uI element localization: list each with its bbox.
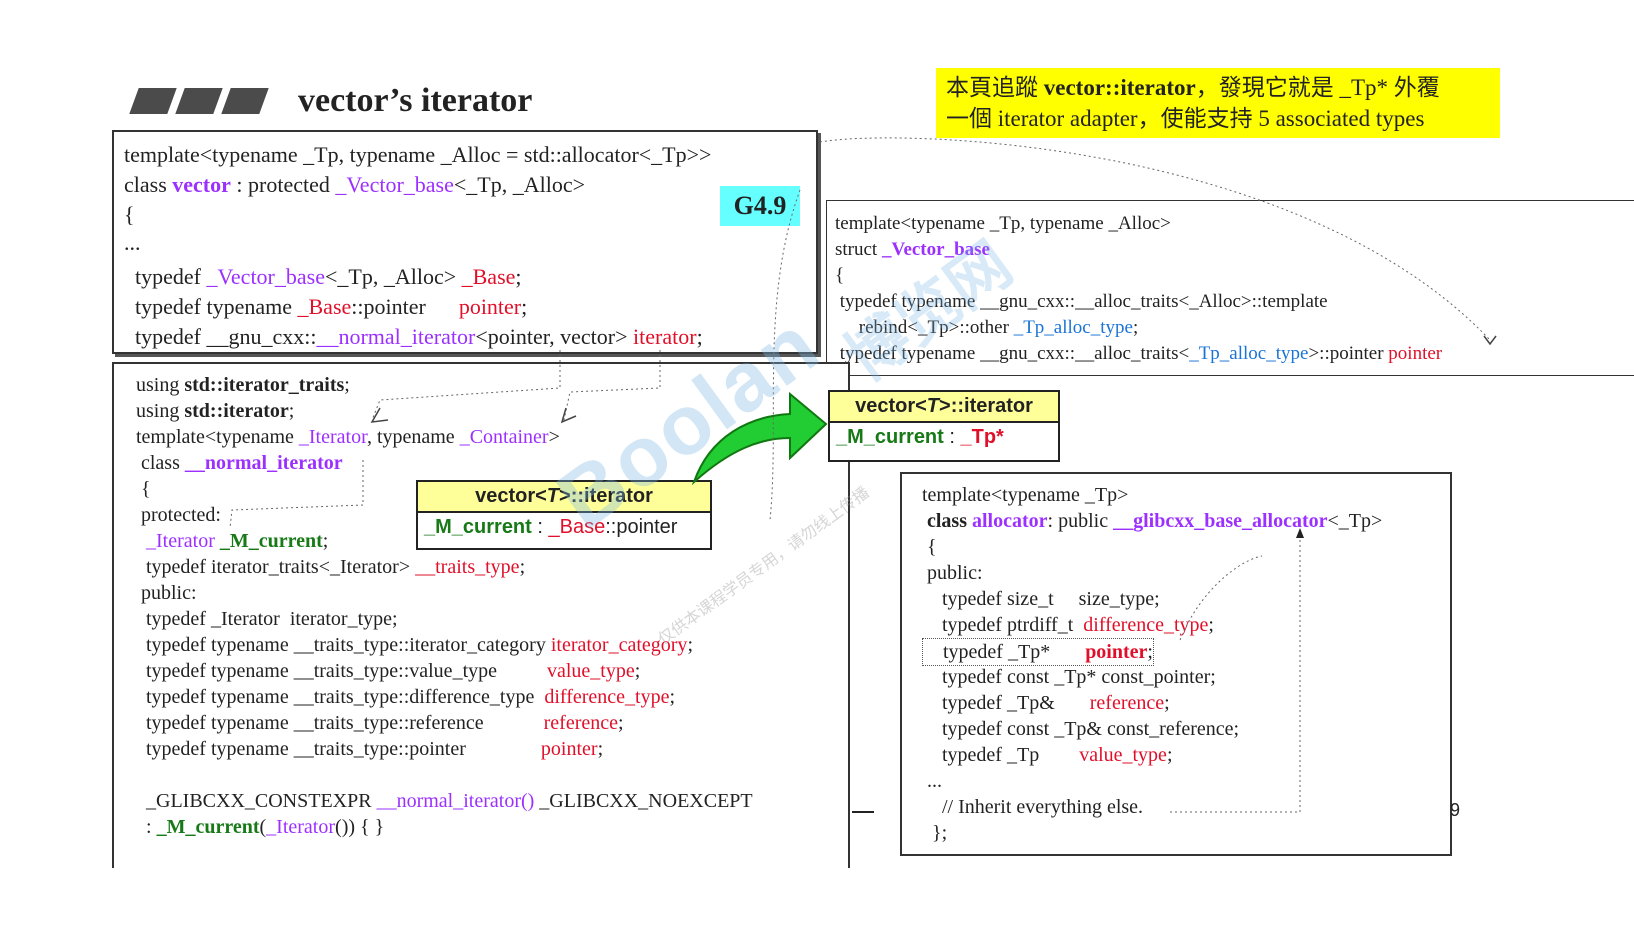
code-line: typedef typename __traits_type::value_ty… (136, 660, 641, 682)
callout-header: vector<T>::iterator (830, 392, 1058, 423)
iterator-callout-tp-pointer: vector<T>::iterator _M_current : _Tp* (828, 390, 1060, 462)
code-line: typedef iterator_traits<_Iterator> __tra… (136, 556, 526, 578)
note-line1-post: ，發現它就是 _Tp* 外覆 (1195, 75, 1440, 100)
code-line: template<typename _Tp, typename _Alloc =… (124, 142, 712, 167)
page-number: 9 (1450, 800, 1461, 820)
code-line: _Iterator _M_current; (146, 530, 329, 552)
page-title: vector’s iterator (298, 82, 533, 119)
note-line1-pre: 本頁追蹤 (946, 75, 1044, 100)
note-line1-bold: vector::iterator (1043, 75, 1196, 100)
version-badge: G4.9 (720, 186, 800, 226)
vector-code-box: template<typename _Tp, typename _Alloc =… (112, 130, 818, 354)
green-arrow-icon (691, 391, 828, 486)
code-line: { (835, 265, 845, 286)
iterator-callout-base-pointer: vector<T>::iterator _M_current : _Base::… (416, 480, 712, 550)
code-line: { (124, 202, 135, 227)
code-line: typedef _Iterator iterator_type; (136, 608, 398, 630)
code-line: _GLIBCXX_CONSTEXPR __normal_iterator() _… (136, 790, 753, 812)
code-line: typedef typename __traits_type::iterator… (136, 634, 693, 656)
code-line: ... (124, 230, 141, 255)
note-line2: 一個 iterator adapter，使能支持 5 associated ty… (946, 106, 1425, 131)
code-line: using std::iterator_traits; (136, 374, 350, 396)
code-line: ... (922, 770, 942, 792)
code-line: typedef const _Tp& const_reference; (922, 718, 1240, 740)
code-line: typedef typename __traits_type::differen… (136, 686, 676, 708)
code-line: typedef typename _Base::pointer pointer; (124, 294, 528, 319)
code-line: typedef __gnu_cxx::__normal_iterator<poi… (124, 324, 703, 349)
code-line: typedef _Tp& reference; (922, 692, 1170, 714)
code-line: typedef typename __traits_type::referenc… (136, 712, 624, 734)
code-line: typedef const _Tp* const_pointer; (922, 666, 1216, 688)
code-line: template<typename _Iterator, typename _C… (136, 426, 560, 448)
code-line: : _M_current(_Iterator()) { } (136, 816, 385, 838)
code-line: template<typename _Tp> (922, 484, 1129, 506)
vector-base-code-box: template<typename _Tp, typename _Alloc> … (826, 200, 1634, 376)
code-line: class allocator: public __glibcxx_base_a… (922, 510, 1383, 532)
code-line: protected: (136, 504, 221, 526)
note-box: 本頁追蹤 vector::iterator，發現它就是 _Tp* 外覆 一個 i… (936, 68, 1500, 138)
code-line: typedef typename __gnu_cxx::__alloc_trai… (835, 291, 1328, 312)
code-line: struct _Vector_base (835, 239, 990, 260)
code-line: typedef ptrdiff_t difference_type; (922, 614, 1214, 636)
callout-body: _M_current : _Tp* (836, 426, 1004, 448)
code-line: template<typename _Tp, typename _Alloc> (835, 213, 1171, 234)
code-line: typedef typename __gnu_cxx::__alloc_trai… (835, 343, 1443, 364)
code-line: rebind<_Tp>::other _Tp_alloc_type; (835, 317, 1139, 338)
code-line: typedef _Vector_base<_Tp, _Alloc> _Base; (124, 264, 522, 289)
code-line: }; (922, 822, 948, 844)
code-line: typedef _Tp value_type; (922, 744, 1173, 766)
code-line: public: (136, 582, 197, 604)
code-line: typedef _Tp* pointer; (922, 638, 1154, 666)
code-line: class vector : protected _Vector_base<_T… (124, 172, 586, 197)
code-line: { (922, 536, 937, 558)
code-line: // Inherit everything else. (922, 796, 1144, 818)
code-line: { (136, 478, 151, 500)
code-line: public: (922, 562, 983, 584)
code-line: class __normal_iterator (136, 452, 343, 474)
allocator-code-box: template<typename _Tp> class allocator: … (900, 472, 1452, 856)
callout-body: _M_current : _Base::pointer (424, 516, 678, 538)
code-line: using std::iterator; (136, 400, 295, 422)
code-line: typedef size_t size_type; (922, 588, 1160, 610)
callout-header: vector<T>::iterator (418, 482, 710, 513)
code-line: typedef typename __traits_type::pointer … (136, 738, 604, 760)
